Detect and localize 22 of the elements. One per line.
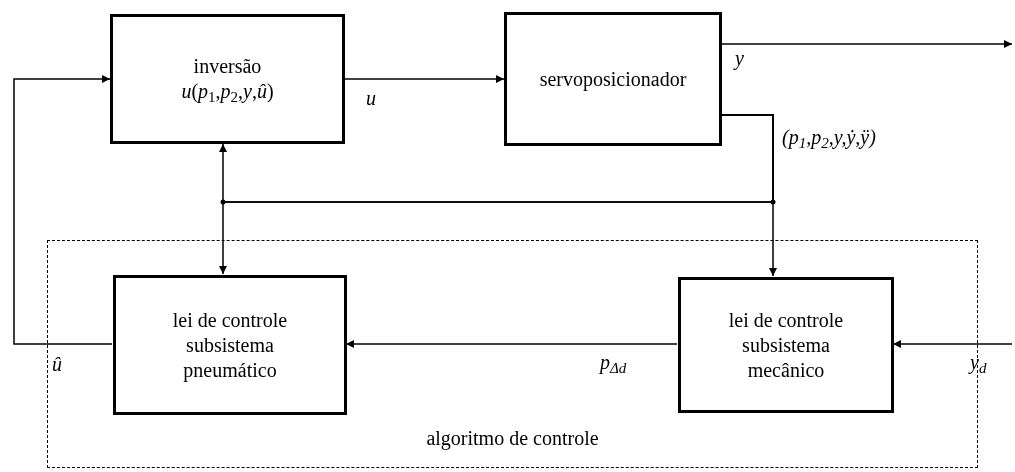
arrow	[721, 40, 1013, 48]
edge-label: (p$_{1}$,p$_{2}$,y,ẏ,ÿ)	[782, 125, 876, 149]
arrow	[892, 340, 1013, 348]
block-label: inversão	[193, 54, 262, 79]
block-label: lei de controle subsistema mecânico	[727, 307, 845, 383]
edge-label: p$_{Δd}$	[600, 350, 627, 374]
block-label: lei de controle subsistema pneumático	[171, 307, 289, 383]
group-label: algoritmo de controle	[426, 426, 599, 451]
edge-label: û	[52, 352, 62, 376]
block-label: u(p$_{1}$,p$_{2}$,y,û)	[181, 79, 274, 104]
block-box	[678, 277, 894, 413]
block-box	[110, 14, 345, 144]
arrow	[345, 340, 678, 348]
block-box	[504, 12, 722, 146]
arrow	[13, 75, 113, 345]
edge-label: y	[735, 46, 744, 70]
block-box	[113, 275, 347, 415]
block-label: servoposicionador	[539, 66, 687, 92]
arrow	[344, 75, 505, 83]
arrow	[219, 114, 774, 275]
edge-label: u	[366, 86, 376, 110]
dashed-group-boundary	[47, 240, 978, 468]
